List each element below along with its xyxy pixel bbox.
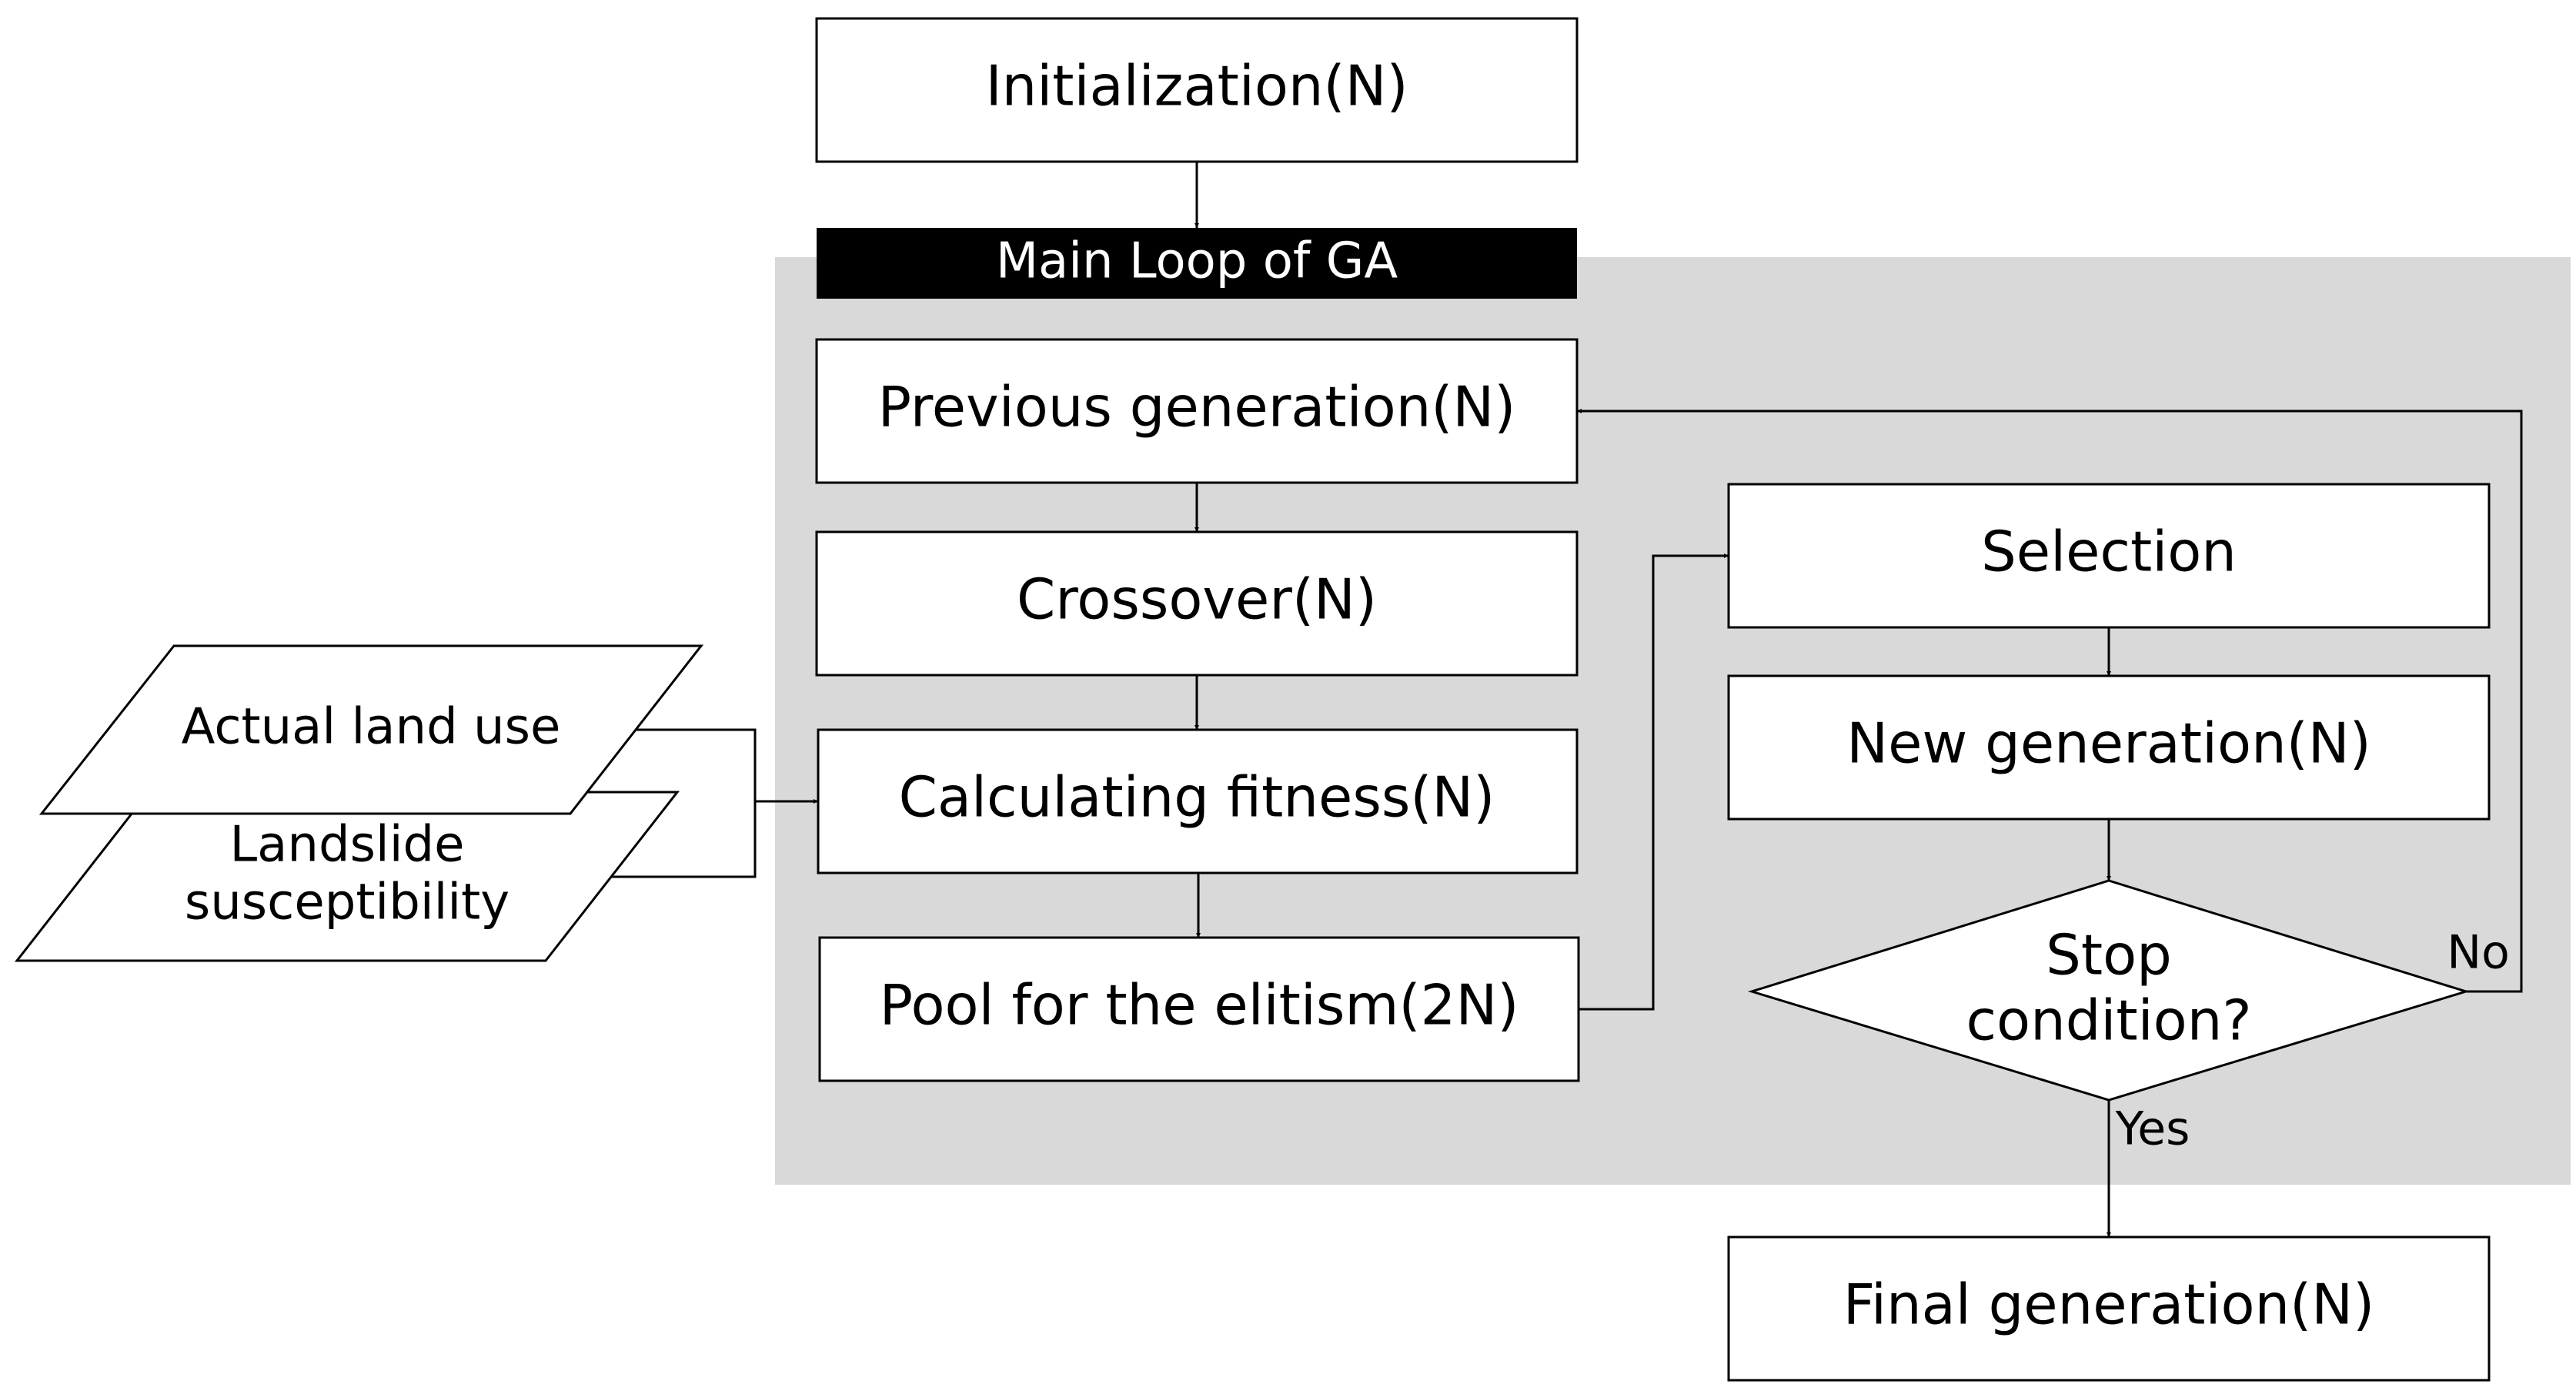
selection-label: Selection bbox=[1981, 520, 2237, 584]
landslide-susceptibility-input: Landslide susceptibility bbox=[14, 791, 680, 962]
new-generation-label: New generation(N) bbox=[1846, 711, 2371, 776]
crossover-node: Crossover(N) bbox=[815, 530, 1579, 677]
actual-land-use-input: Actual land use bbox=[38, 644, 704, 815]
initialization-label: Initialization(N) bbox=[985, 54, 1408, 119]
actual-land-use-label: Actual land use bbox=[182, 699, 561, 756]
landslide-label-line1: Landslide bbox=[230, 817, 465, 874]
final-generation-label: Final generation(N) bbox=[1843, 1272, 2374, 1337]
calculating-fitness-label: Calculating fitness(N) bbox=[899, 765, 1495, 830]
calculating-fitness-node: Calculating fitness(N) bbox=[817, 728, 1579, 874]
stop-condition-label-line1: Stop bbox=[2046, 923, 2172, 988]
pool-elitism-node: Pool for the elitism(2N) bbox=[818, 936, 1580, 1082]
connectors bbox=[612, 162, 2523, 1237]
previous-generation-node: Previous generation(N) bbox=[815, 338, 1579, 484]
stop-condition-label-line2: condition? bbox=[1966, 988, 2251, 1053]
connector-land-use bbox=[636, 728, 757, 801]
main-loop-title: Main Loop of GA bbox=[817, 228, 1577, 299]
final-generation-node: Final generation(N) bbox=[1727, 1236, 2491, 1382]
connector-landslide bbox=[612, 801, 757, 878]
arrow-no-loop-back bbox=[1577, 409, 2523, 993]
landslide-label-line2: susceptibility bbox=[185, 874, 510, 931]
selection-node: Selection bbox=[1727, 483, 2491, 629]
arrow-pool-to-selection bbox=[1579, 553, 1729, 1011]
crossover-label: Crossover(N) bbox=[1017, 567, 1377, 632]
no-edge-label: No bbox=[2447, 926, 2510, 980]
new-generation-node: New generation(N) bbox=[1727, 674, 2491, 821]
yes-edge-label: Yes bbox=[2115, 1102, 2190, 1156]
previous-generation-label: Previous generation(N) bbox=[878, 375, 1516, 440]
main-loop-title-label: Main Loop of GA bbox=[996, 233, 1398, 290]
pool-elitism-label: Pool for the elitism(2N) bbox=[880, 973, 1519, 1038]
initialization-node: Initialization(N) bbox=[815, 17, 1579, 163]
